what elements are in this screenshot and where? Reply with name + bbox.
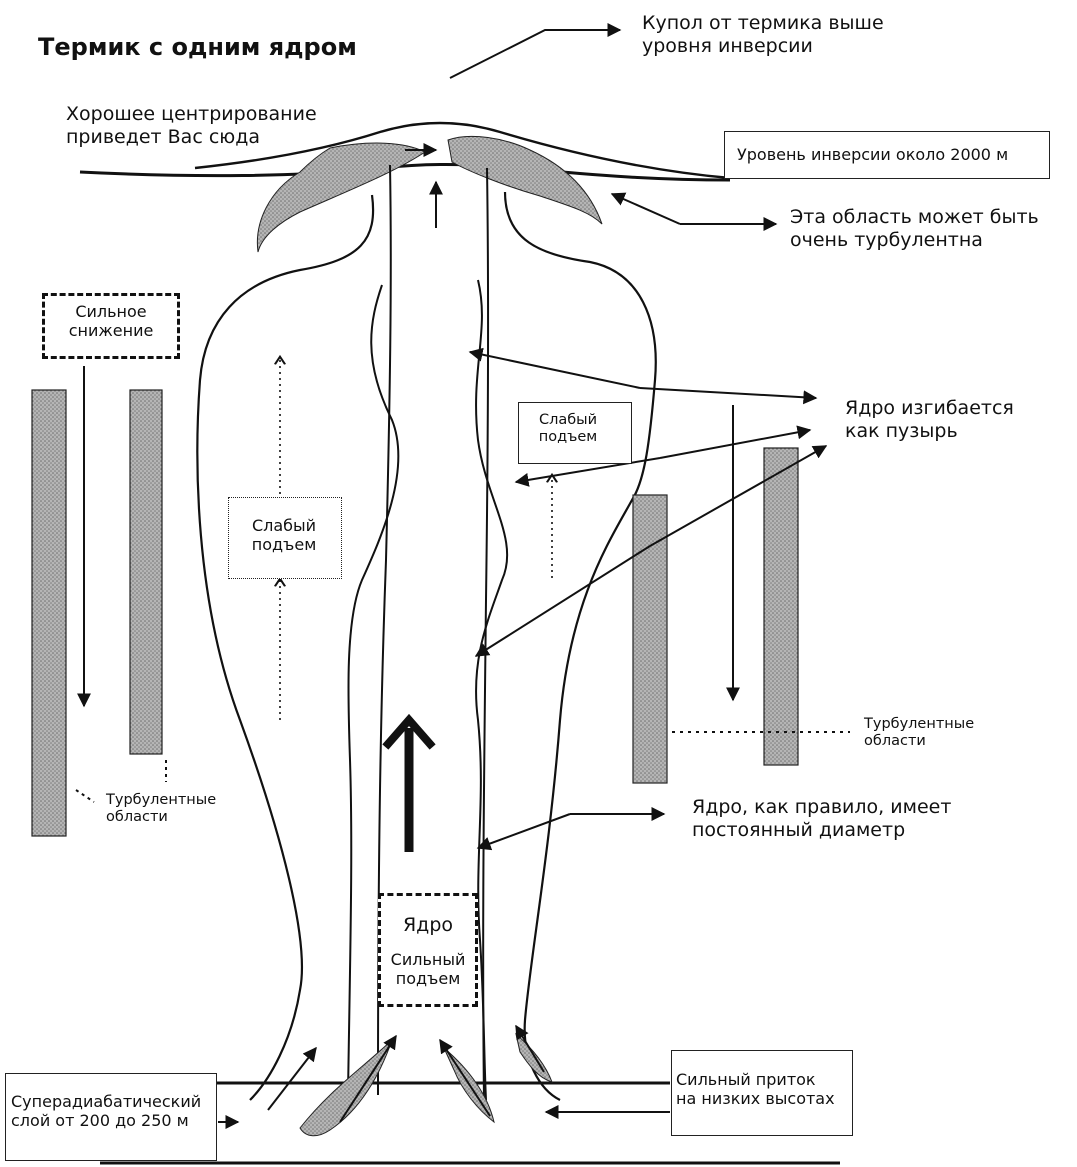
bends-arrow-1-label [640,388,816,398]
turbulent-right-label: Турбулентные области [864,716,974,751]
turbulent-left-label: Турбулентные области [106,792,216,827]
turbulent-bar-left-2 [130,390,162,754]
turbulent-area-label: Эта область может быть очень турбулентна [790,206,1039,252]
core-bends-label: Ядро изгибается как пузырь [845,397,1014,443]
core-diameter-arrow-left [478,814,570,848]
inflow-arrow-3 [440,1040,490,1116]
turbulent-area-arrow-left [612,194,680,224]
core-label: Ядро [378,914,478,937]
dome-pointer-line [450,30,620,78]
diagram-title: Термик с одним ядром [38,33,357,62]
turbulent-bar-right-2 [764,448,798,765]
strong-lift-label: Сильный подъем [378,950,478,988]
centering-label: Хорошее центрирование приведет Вас сюда [66,103,317,149]
bends-arrow-3-right [650,446,826,546]
inflow-blob-3 [516,1034,552,1082]
turbulent-blob-top-left [257,143,425,252]
turbulent-dotted-left-2 [76,790,94,802]
inflow-arrow-1 [268,1048,316,1110]
strong-sink-label: Сильное снижение [45,302,177,340]
core-line-right-wavy [476,280,507,1100]
strong-inflow-label: Сильный приток на низких высотах [676,1070,835,1108]
envelope-left [197,195,373,1100]
turbulent-blob-top-right [448,136,602,224]
turbulent-bar-left-1 [32,390,66,836]
superadiabatic-label: Суперадиабатический слой от 200 до 250 м [11,1092,201,1130]
core-diameter-label: Ядро, как правило, имеет постоянный диам… [692,796,951,842]
dome-label: Купол от термика выше уровня инверсии [642,12,884,58]
bends-arrow-3-left [476,546,650,656]
weak-lift-right-label: Слабый подъем [518,412,618,447]
inversion-line [80,164,730,180]
weak-lift-left-label: Слабый подъем [228,516,340,554]
bends-arrow-1-core [470,352,640,388]
inversion-label: Уровень инверсии около 2000 м [737,145,1008,164]
